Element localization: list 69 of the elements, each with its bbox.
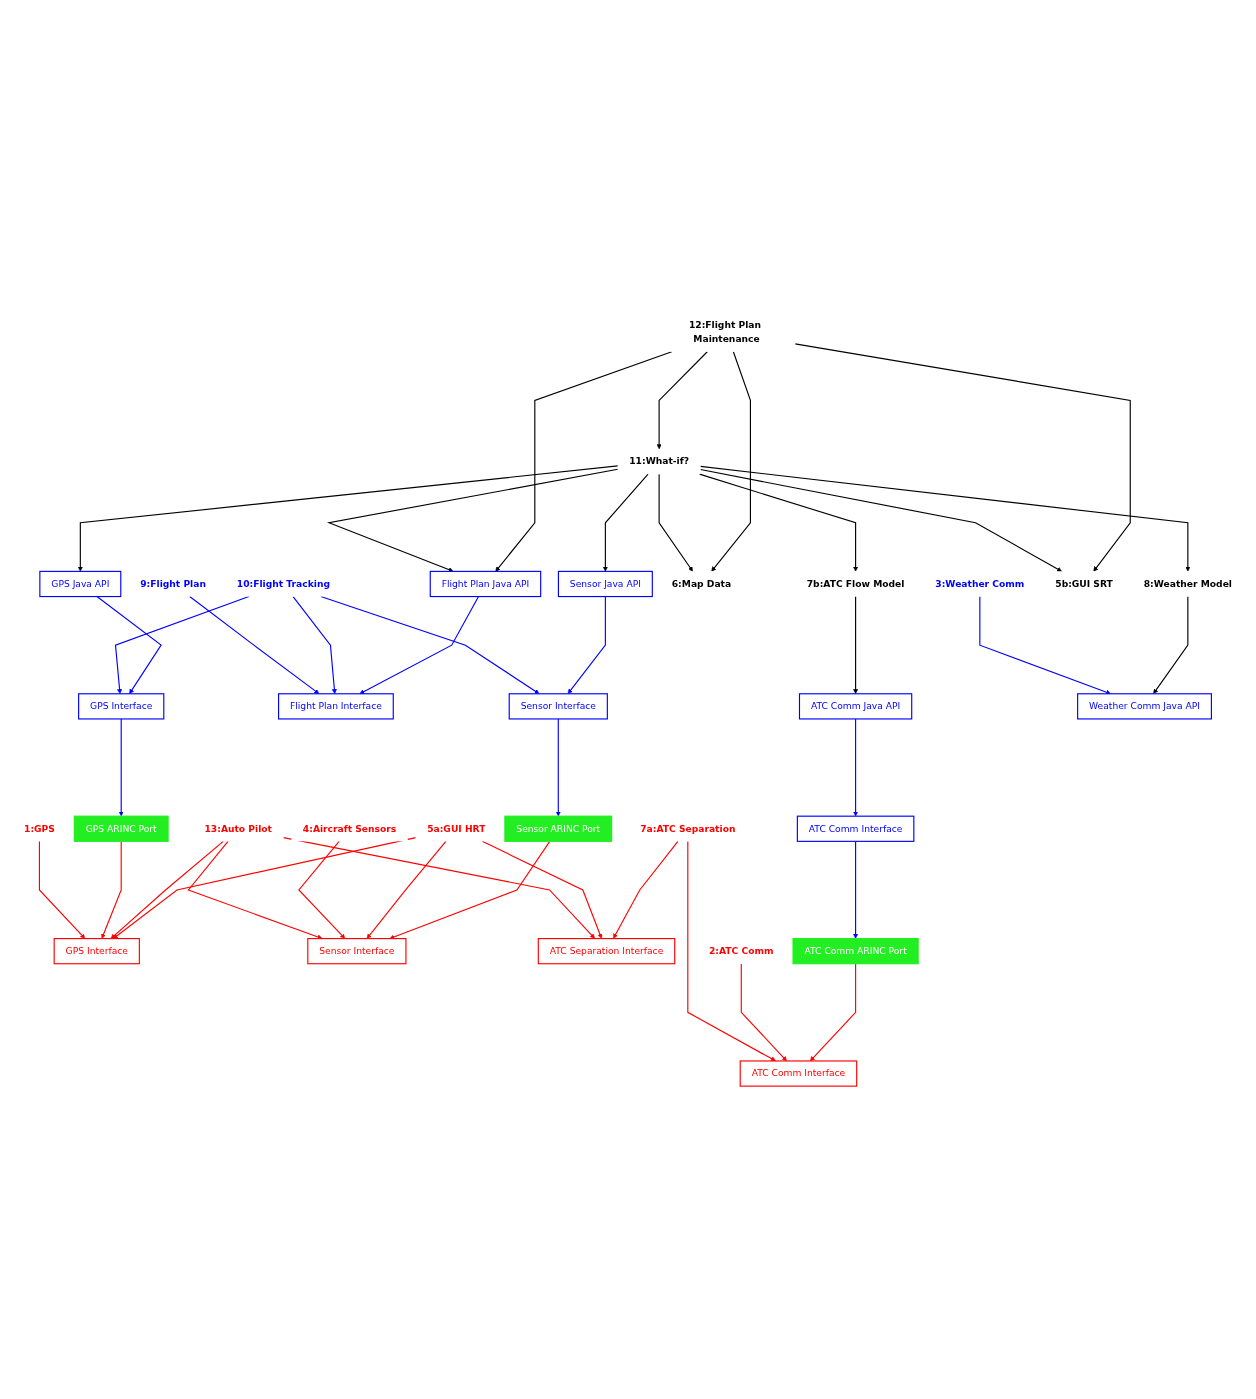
arrow — [853, 595, 859, 694]
node-text: 7b:ATC Flow Model — [806, 578, 905, 590]
node-box: Sensor Java API — [557, 570, 653, 598]
node-text: 7a:ATC Separation — [640, 823, 736, 834]
arrow — [698, 473, 859, 572]
arrow — [1153, 595, 1189, 694]
node-text: 2:ATC Comm — [708, 945, 774, 957]
node-box: GPS Interface — [78, 693, 165, 720]
arrow — [602, 473, 649, 572]
node-box: Flight Plan Interface — [278, 693, 394, 720]
node-text: 5a:GUI HRT — [427, 823, 486, 834]
arrow — [282, 837, 596, 939]
node-text: 6:Map Data — [671, 578, 732, 590]
arrow — [740, 963, 787, 1062]
node-box: GPS ARINC Port — [73, 815, 169, 842]
node-text: 9:Flight Plan — [140, 578, 206, 590]
node-text: 5b:GUI SRT — [1055, 578, 1113, 590]
arrow — [292, 595, 337, 694]
node-box: GPS Interface — [53, 938, 140, 965]
arrow — [389, 840, 551, 940]
arrow — [101, 840, 122, 939]
node-box: Sensor Interface — [508, 693, 608, 720]
arrow — [809, 963, 857, 1062]
arrow — [656, 351, 708, 450]
arrow — [699, 469, 1062, 572]
arrow — [687, 840, 776, 1062]
arrow — [495, 351, 673, 572]
arrow — [298, 840, 346, 939]
arrow — [366, 840, 447, 939]
arrow — [326, 468, 619, 573]
node-text: 11:What-if? — [629, 455, 690, 467]
arrow — [711, 351, 751, 572]
arrow — [96, 595, 162, 694]
arrow — [77, 465, 619, 572]
node-text: 3:Weather Comm — [935, 578, 1025, 590]
arrow — [555, 718, 561, 817]
node-text: 1:GPS — [24, 823, 55, 834]
arrow — [853, 718, 859, 817]
node-box: ATC Separation Interface — [537, 938, 676, 965]
arrow — [853, 840, 859, 939]
node-text: 8:Weather Model — [1143, 578, 1232, 590]
node-box: ATC Comm Interface — [796, 815, 915, 842]
arrow — [187, 840, 323, 940]
node-box: GPS Java API — [39, 570, 122, 598]
arrow — [613, 840, 679, 939]
arrow — [794, 343, 1131, 572]
node-box: Flight Plan Java API — [429, 570, 542, 598]
node-box: ATC Comm ARINC Port — [792, 938, 919, 965]
arrow — [320, 595, 540, 694]
arrow — [359, 595, 480, 694]
arrow — [658, 473, 693, 572]
arrow — [481, 840, 603, 939]
node-text: 13:Auto Pilot — [204, 823, 272, 834]
arrow — [567, 595, 606, 694]
arrow — [110, 840, 224, 939]
node-box: Weather Comm Java API — [1077, 693, 1212, 720]
arrow — [114, 595, 250, 694]
node-box: Sensor ARINC Port — [504, 815, 613, 842]
node-box: Sensor Interface — [307, 938, 407, 965]
node-text: 12:Flight Plan Maintenance — [688, 319, 761, 345]
arrow — [38, 840, 86, 939]
arrow — [189, 595, 320, 694]
arrow — [118, 718, 124, 817]
node-text: 10:Flight Tracking — [236, 578, 331, 590]
node-box: ATC Comm Java API — [798, 693, 913, 720]
arrow — [699, 465, 1191, 572]
arrow — [979, 595, 1111, 695]
arrow — [113, 837, 417, 939]
node-box: ATC Comm Interface — [739, 1060, 858, 1087]
